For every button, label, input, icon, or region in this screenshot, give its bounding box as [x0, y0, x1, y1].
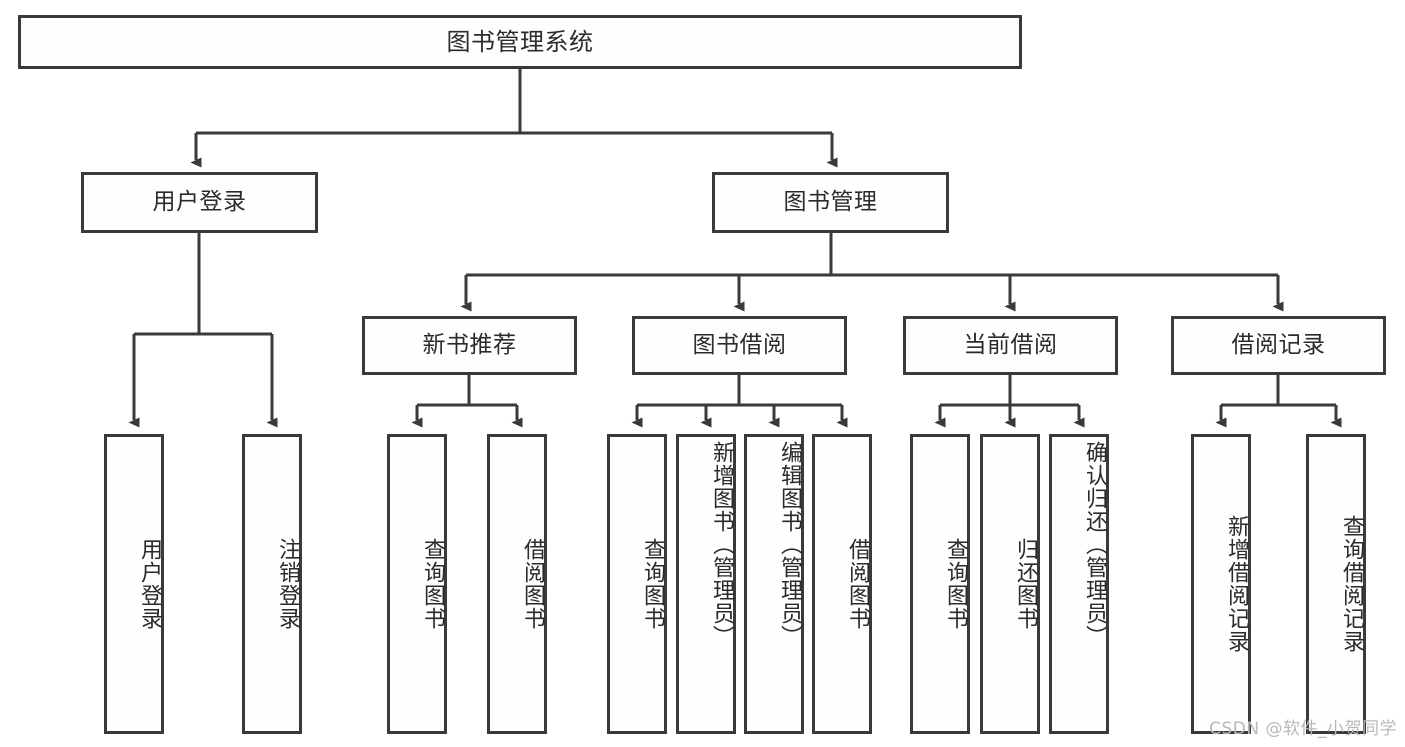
node-label: 编辑图书（管理员）: [777, 441, 802, 648]
node-label: 注销登录: [275, 538, 300, 630]
leaf-user-login-logout[interactable]: 注销登录: [242, 434, 302, 734]
leaf-book-borrow-edit-book-admin[interactable]: 编辑图书（管理员）: [744, 434, 804, 734]
node-label: 当前借阅: [963, 331, 1058, 358]
node-book-borrow[interactable]: 图书借阅: [632, 316, 847, 375]
leaf-book-borrow-borrow-book[interactable]: 借阅图书: [812, 434, 872, 734]
leaf-book-borrow-query-book[interactable]: 查询图书: [607, 434, 667, 734]
node-current-borrow[interactable]: 当前借阅: [903, 316, 1118, 375]
node-label: 新书推荐: [422, 331, 517, 358]
node-label: 归还图书: [1013, 538, 1038, 630]
leaf-new-book-borrow-book[interactable]: 借阅图书: [487, 434, 547, 734]
node-label: 用户登录: [152, 188, 247, 215]
node-label: 图书借阅: [692, 331, 787, 358]
node-label: 新增借阅记录: [1224, 515, 1249, 653]
node-label: 查询图书: [640, 538, 665, 630]
node-user-login[interactable]: 用户登录: [81, 172, 318, 233]
node-label: 新增图书（管理员）: [709, 441, 734, 648]
leaf-current-borrow-confirm-return-admin[interactable]: 确认归还（管理员）: [1049, 434, 1109, 734]
node-label: 借阅图书: [520, 538, 545, 630]
node-label: 确认归还（管理员）: [1082, 441, 1107, 648]
node-label: 图书管理系统: [446, 27, 594, 56]
leaf-user-login-login[interactable]: 用户登录: [104, 434, 164, 734]
leaf-borrow-record-add-record[interactable]: 新增借阅记录: [1191, 434, 1251, 734]
node-label: 借阅记录: [1231, 331, 1326, 358]
node-label: 借阅图书: [845, 538, 870, 630]
leaf-new-book-query-book[interactable]: 查询图书: [387, 434, 447, 734]
node-label: 用户登录: [137, 538, 162, 630]
node-label: 查询图书: [420, 538, 445, 630]
node-label: 查询借阅记录: [1339, 515, 1364, 653]
leaf-current-borrow-query-book[interactable]: 查询图书: [910, 434, 970, 734]
node-label: 图书管理: [783, 188, 878, 215]
leaf-book-borrow-add-book-admin[interactable]: 新增图书（管理员）: [676, 434, 736, 734]
node-borrow-record[interactable]: 借阅记录: [1171, 316, 1386, 375]
watermark: CSDN @软件_小贺同学: [1209, 719, 1397, 739]
leaf-borrow-record-query-record[interactable]: 查询借阅记录: [1306, 434, 1366, 734]
node-new-book-recommend[interactable]: 新书推荐: [362, 316, 577, 375]
node-label: 查询图书: [943, 538, 968, 630]
node-root-book-management-system[interactable]: 图书管理系统: [18, 15, 1022, 69]
node-book-management[interactable]: 图书管理: [712, 172, 949, 233]
leaf-current-borrow-return-book[interactable]: 归还图书: [980, 434, 1040, 734]
